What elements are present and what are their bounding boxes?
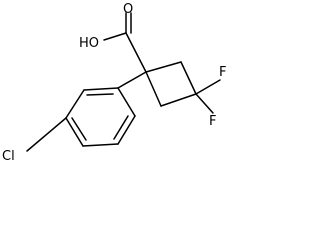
fluorine-upper-label: F [219,65,226,80]
carboxyl-to-cyclobutane-bond [125,32,147,73]
carbon-fluorine-bond-upper [195,79,221,95]
chemical-structure-diagram: O HO F F Cl [2,2,226,164]
carbonyl-oxygen-label: O [123,2,133,17]
carbon-chlorine-bond [26,117,67,152]
benzene-bond-2 [65,89,85,119]
benzene-double-bond-a [86,93,114,96]
cyclobutane-bottom-bond [160,93,197,107]
cyclobutane-right-bond [180,61,197,95]
benzene-bond-4 [82,143,119,147]
hydroxyl-label: HO [79,36,99,51]
cyclobutane-left-bond [145,71,162,107]
bond-lines [26,12,221,152]
benzene-bond-3 [65,117,84,147]
benzene-bond-5 [117,115,136,145]
carbon-hydroxyl-bond [103,32,127,41]
chlorine-label: Cl [2,149,15,164]
atom-labels: O HO F F Cl [2,2,226,164]
fluorine-lower-label: F [209,114,216,129]
cyclobutane-top-bond [145,61,182,73]
cyclobutane-to-aryl-bond [117,71,147,89]
benzene-bond-1 [83,87,119,91]
benzene-bond-6 [117,87,136,117]
carbon-fluorine-bond-lower [195,93,214,114]
benzene-double-bond-b [71,117,87,141]
benzene-double-bond-c [113,115,129,140]
